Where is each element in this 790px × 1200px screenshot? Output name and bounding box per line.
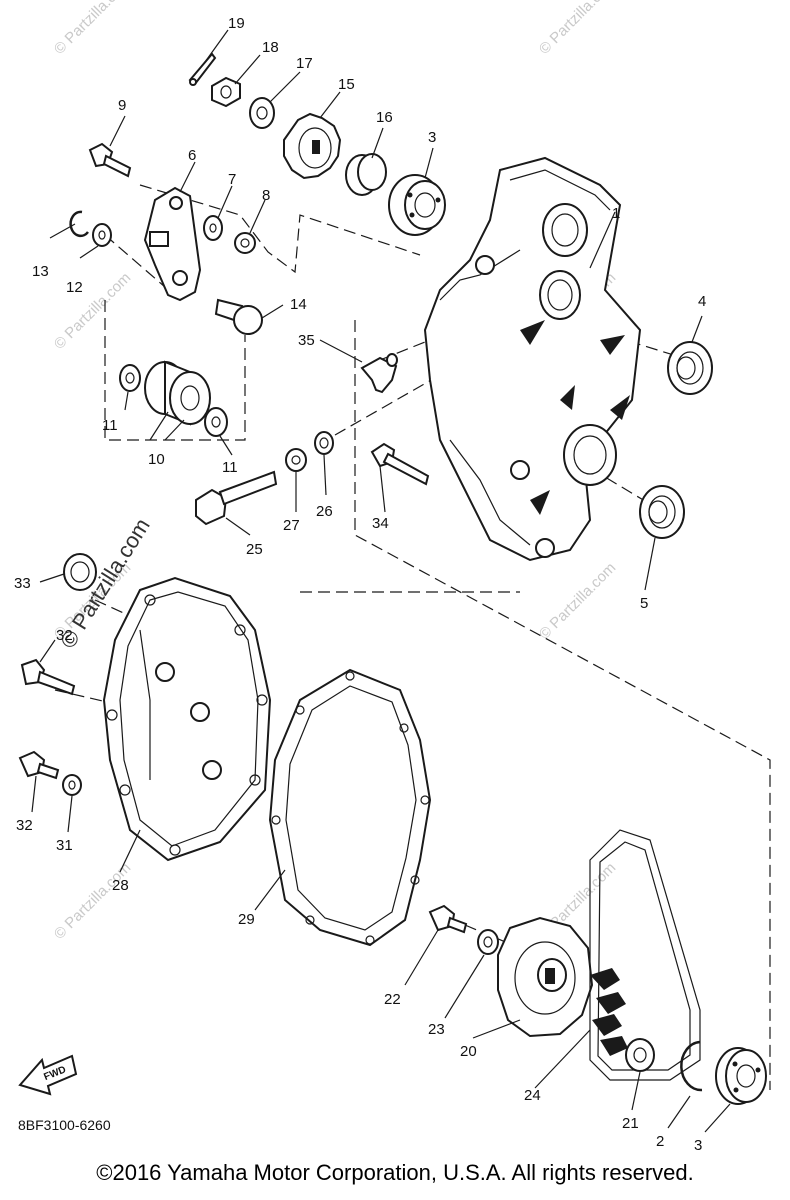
part-label: 7 <box>228 171 236 188</box>
part-label: 32 <box>16 817 33 834</box>
collar-16 <box>345 153 387 196</box>
part-label: 22 <box>384 991 401 1008</box>
copyright-notice: ©2016 Yamaha Motor Corporation, U.S.A. A… <box>96 1160 694 1185</box>
washer-7 <box>203 215 223 241</box>
bolt-25 <box>195 470 278 526</box>
watermark: © Partzilla.com <box>51 269 134 352</box>
chain-24 <box>589 829 701 1081</box>
part-label: 19 <box>228 15 245 32</box>
bearing-3-lower <box>715 1047 767 1105</box>
part-label: 20 <box>460 1043 477 1060</box>
watermark: © Partzilla.com <box>536 0 619 58</box>
circlip-2 <box>680 1040 703 1092</box>
part-label: 9 <box>118 97 126 114</box>
part-label: 5 <box>640 595 648 612</box>
part-label: 29 <box>238 911 255 928</box>
nut-18 <box>211 76 241 108</box>
part-label: 17 <box>296 55 313 72</box>
parts-diagram: © Partzilla.com © Partzilla.com © Partzi… <box>14 0 771 1154</box>
oil-seal-5 <box>639 485 685 539</box>
washer-11-right <box>204 407 228 437</box>
sprocket-20 <box>497 916 594 1038</box>
cotter-pin-19 <box>188 52 217 86</box>
sprocket-15 <box>283 112 342 180</box>
part-label: 3 <box>694 1137 702 1154</box>
part-label: 1 <box>612 205 620 222</box>
bearing-10 <box>144 360 211 426</box>
watermark: © Partzilla.com <box>51 859 134 942</box>
part-label: 31 <box>56 837 73 854</box>
part-label: 21 <box>622 1115 639 1132</box>
circlip-13 <box>69 210 89 238</box>
bolt-34 <box>370 442 430 486</box>
gasket-29 <box>268 668 432 947</box>
part-label: 16 <box>376 109 393 126</box>
case-housing <box>423 156 642 562</box>
washer-31 <box>62 774 82 796</box>
pin-14 <box>214 298 263 335</box>
part-label: 26 <box>316 503 333 520</box>
washer-11-left <box>119 364 141 392</box>
collar-21 <box>625 1038 655 1072</box>
part-label: 27 <box>283 517 300 534</box>
washer-12 <box>92 223 112 247</box>
bolt-22 <box>428 904 468 934</box>
part-label: 35 <box>298 332 315 349</box>
washer-17 <box>249 97 275 129</box>
cover-28 <box>102 576 272 862</box>
part-label: 8 <box>262 187 270 204</box>
part-label: 18 <box>262 39 279 56</box>
part-label: 11 <box>102 417 118 434</box>
diagram-code: 8BF3100-6260 <box>18 1117 111 1133</box>
part-label: 15 <box>338 76 355 93</box>
part-label: 32 <box>56 627 73 644</box>
forward-arrow-icon: FWD <box>18 1054 78 1096</box>
leader-lines <box>31 29 731 1133</box>
washer-23 <box>477 929 499 955</box>
oil-seal-4 <box>667 341 713 395</box>
nut-27 <box>285 448 307 472</box>
part-label: 2 <box>656 1133 664 1150</box>
part-label: 23 <box>428 1021 445 1038</box>
part-label: 13 <box>32 263 49 280</box>
part-label: 3 <box>428 129 436 146</box>
part-label: 6 <box>188 147 196 164</box>
part-label: 34 <box>372 515 389 532</box>
collar-8 <box>234 232 256 254</box>
part-label: 10 <box>148 451 165 468</box>
bracket-6 <box>143 186 202 302</box>
part-labels: 19 18 17 15 16 3 9 6 7 8 13 12 14 35 1 4… <box>14 15 706 1154</box>
watermark: © Partzilla.com <box>536 559 619 642</box>
part-label: 25 <box>246 541 263 558</box>
part-label: 24 <box>524 1087 541 1104</box>
bolt-30 <box>20 658 76 696</box>
bearing-3-upper <box>388 174 446 236</box>
part-label: 4 <box>698 293 706 310</box>
part-label: 28 <box>112 877 129 894</box>
part-label: 11 <box>222 459 238 476</box>
part-label: 12 <box>66 279 83 296</box>
part-label: 14 <box>290 296 307 313</box>
part-label: 33 <box>14 575 31 592</box>
watermark: © Partzilla.com <box>51 0 134 58</box>
washer-26 <box>314 431 334 455</box>
oil-seal-33 <box>63 553 97 591</box>
bolt-32 <box>18 750 60 780</box>
bolt-9 <box>88 142 132 178</box>
fitting-35 <box>360 353 398 394</box>
